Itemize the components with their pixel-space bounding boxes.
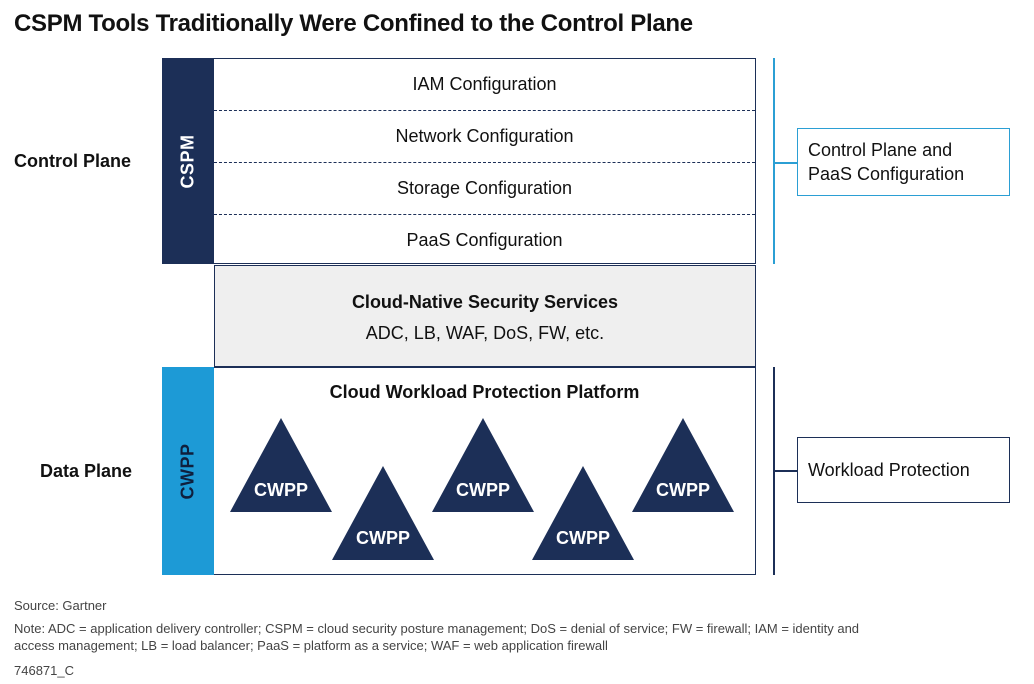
source-text: Source: Gartner xyxy=(14,598,107,613)
cwpp-bar-label: CWPP xyxy=(177,443,198,499)
triangle-icon xyxy=(432,418,534,512)
cwpp-triangle: CWPP xyxy=(532,466,634,576)
cspm-row-storage: Storage Configuration xyxy=(396,178,573,199)
row-divider xyxy=(214,110,755,111)
cwpp-triangle-label: CWPP xyxy=(556,528,610,548)
cloud-native-sub: ADC, LB, WAF, DoS, FW, etc. xyxy=(365,323,605,343)
cspm-config-box: IAM Configuration Network Configuration … xyxy=(214,58,756,264)
cwpp-triangle-label: CWPP xyxy=(356,528,410,548)
cwpp-heading: Cloud Workload Protection Platform xyxy=(329,382,640,402)
figure-id: 746871_C xyxy=(14,663,74,678)
workload-callout: Workload Protection xyxy=(797,437,1010,503)
cwpp-triangle-label: CWPP xyxy=(456,480,510,500)
cwpp-triangle: CWPP xyxy=(432,418,534,528)
page-title: CSPM Tools Traditionally Were Confined t… xyxy=(14,10,693,37)
cspm-row-iam: IAM Configuration xyxy=(412,74,557,95)
cspm-row-paas: PaaS Configuration xyxy=(406,230,563,251)
control-connector xyxy=(773,162,797,164)
cwpp-bar: CWPP xyxy=(162,367,214,575)
cwpp-triangle: CWPP xyxy=(332,466,434,576)
cspm-row-network: Network Configuration xyxy=(395,126,574,147)
cloud-native-heading: Cloud-Native Security Services xyxy=(351,292,619,312)
triangle-icon xyxy=(632,418,734,512)
control-bracket-line xyxy=(773,58,775,264)
cloud-native-box: Cloud-Native Security Services ADC, LB, … xyxy=(214,265,756,367)
triangle-icon xyxy=(332,466,434,560)
control-plane-label: Control Plane xyxy=(14,151,132,171)
triangle-icon xyxy=(532,466,634,560)
cwpp-triangle-label: CWPP xyxy=(254,480,308,500)
cwpp-triangle: CWPP xyxy=(230,418,332,528)
cwpp-box: Cloud Workload Protection Platform CWPP … xyxy=(214,367,756,575)
row-divider xyxy=(214,162,755,163)
data-connector xyxy=(773,470,797,472)
cwpp-triangle: CWPP xyxy=(632,418,734,528)
data-plane-label: Data Plane xyxy=(40,461,133,481)
note-line-1: Note: ADC = application delivery control… xyxy=(14,621,860,636)
control-callout: Control Plane and PaaS Configuration xyxy=(797,128,1010,196)
cspm-bar: CSPM xyxy=(162,58,214,264)
cspm-bar-label: CSPM xyxy=(177,133,198,189)
cwpp-triangle-label: CWPP xyxy=(656,480,710,500)
triangle-icon xyxy=(230,418,332,512)
row-divider xyxy=(214,214,755,215)
note-line-2: access management; LB = load balancer; P… xyxy=(14,638,608,653)
